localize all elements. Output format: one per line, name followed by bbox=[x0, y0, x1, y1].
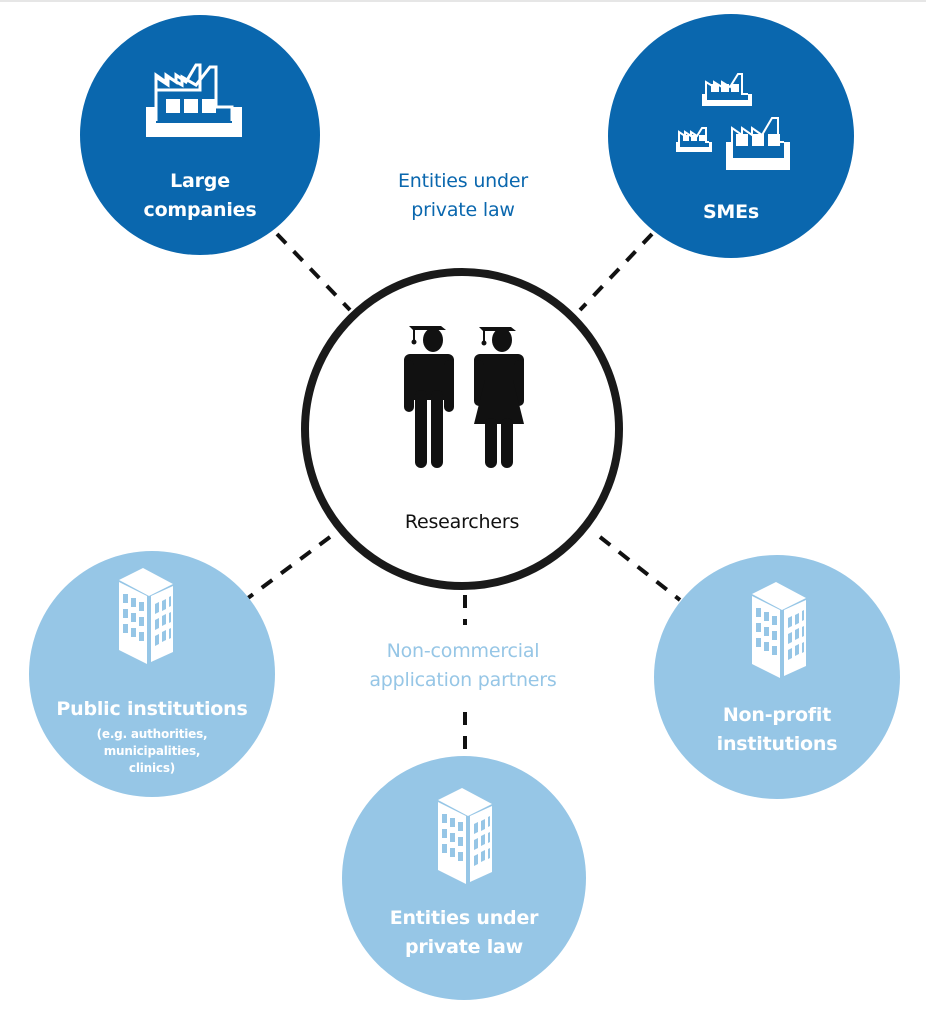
node-label-line1: SMEs bbox=[702, 201, 760, 223]
factory-icon bbox=[146, 63, 242, 137]
building-icon bbox=[438, 788, 492, 884]
node-label-line1: Non-profit bbox=[722, 704, 832, 726]
group-caption-private-law: Entities under private law bbox=[353, 167, 573, 225]
node-smes[interactable]: SMEs bbox=[608, 14, 854, 258]
node-sublabel-3: clinics) bbox=[128, 761, 176, 775]
node-label-line1: Entities under bbox=[389, 907, 539, 929]
node-label-line1: Large bbox=[170, 170, 230, 192]
graduate-man-woman-icon bbox=[404, 326, 524, 468]
node-label-line2: private law bbox=[405, 936, 523, 958]
node-public-institutions[interactable]: Public institutions (e.g. authorities, m… bbox=[29, 551, 275, 797]
group-caption-non-commercial: Non-commercial application partners bbox=[343, 637, 583, 695]
node-researchers[interactable]: Researchers bbox=[301, 268, 623, 590]
connector-non-profit bbox=[598, 535, 682, 602]
node-sublabel-2: municipalities, bbox=[103, 744, 201, 758]
connector-smes bbox=[578, 232, 654, 312]
building-icon bbox=[752, 582, 806, 678]
node-non-profit-institutions[interactable]: Non-profit institutions bbox=[654, 555, 900, 799]
top-border bbox=[0, 0, 926, 2]
small-factories-icon bbox=[676, 73, 790, 170]
node-label-line2: companies bbox=[143, 199, 257, 221]
building-icon bbox=[119, 568, 173, 664]
node-entities-private-law[interactable]: Entities under private law bbox=[342, 756, 586, 1000]
center-label: Researchers bbox=[404, 511, 520, 533]
node-label-line2: institutions bbox=[716, 733, 838, 755]
node-large-companies[interactable]: Large companies bbox=[80, 15, 320, 255]
connector-large-companies bbox=[275, 232, 352, 312]
node-label-line1: Public institutions bbox=[56, 698, 248, 720]
node-sublabel-1: (e.g. authorities, bbox=[96, 727, 208, 741]
caption-line2: application partners bbox=[369, 669, 557, 691]
connector-public-institutions bbox=[246, 535, 332, 600]
caption-line1: Entities under bbox=[398, 170, 528, 192]
caption-line1: Non-commercial bbox=[386, 640, 540, 662]
caption-line2: private law bbox=[411, 199, 515, 221]
